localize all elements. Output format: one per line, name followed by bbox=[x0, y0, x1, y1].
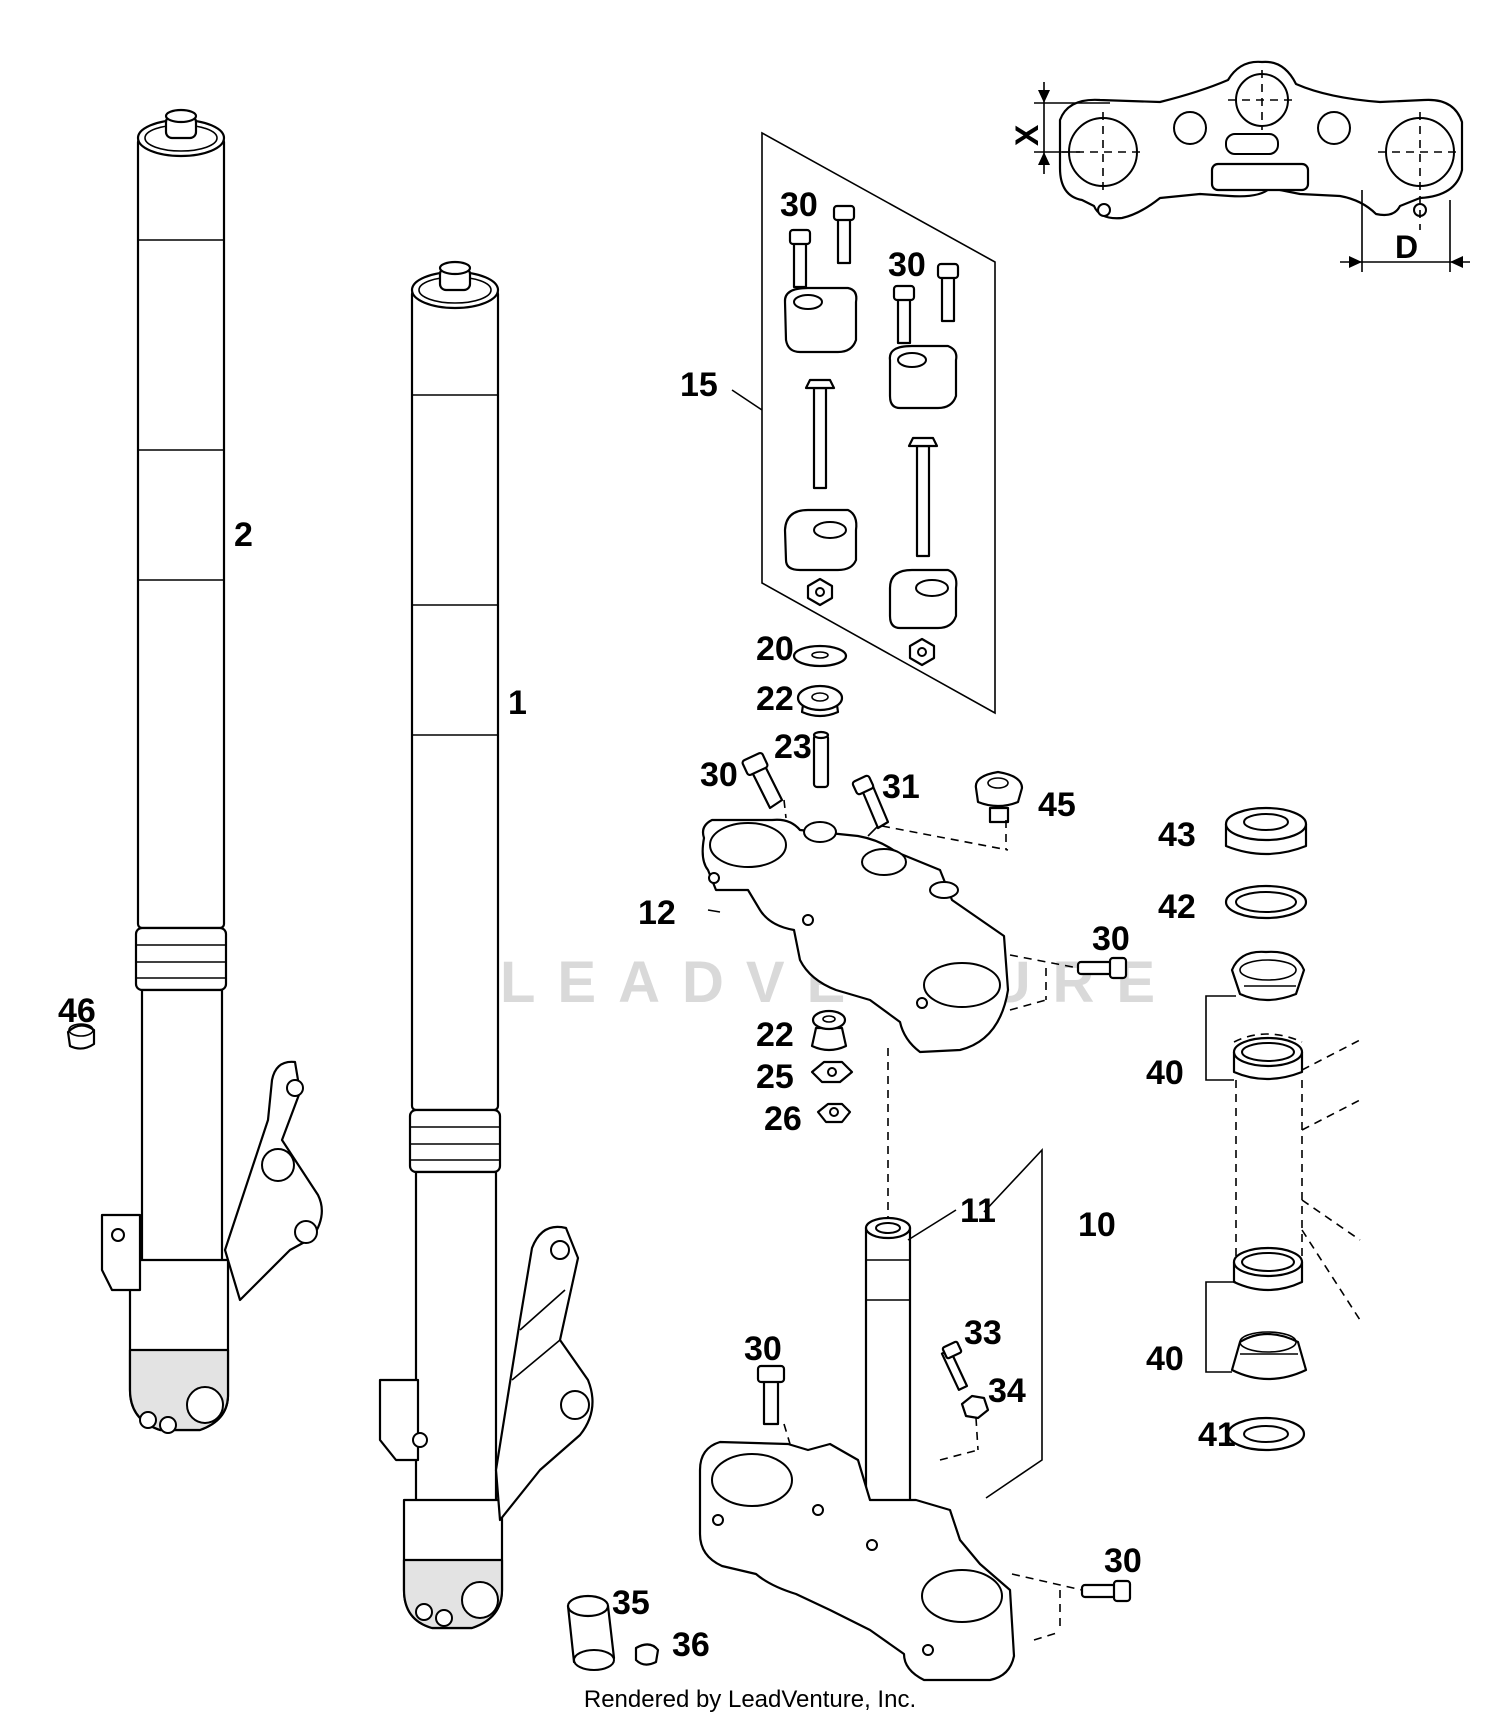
callout-11: 11 bbox=[960, 1192, 996, 1230]
handlebar-clamp-kit bbox=[731, 131, 996, 715]
callout-30-f: 30 bbox=[1104, 1542, 1142, 1580]
callout-25: 25 bbox=[756, 1058, 794, 1096]
top-clamp-dimension-detail: X D bbox=[1009, 60, 1470, 272]
callout-1: 1 bbox=[508, 684, 527, 722]
callout-23: 23 bbox=[774, 728, 812, 766]
fork-leg-2 bbox=[100, 108, 323, 1434]
lower-nut-stack bbox=[810, 1009, 889, 1218]
callout-12: 12 bbox=[638, 894, 676, 932]
callout-20: 20 bbox=[756, 630, 794, 668]
callout-30-a: 30 bbox=[780, 186, 818, 224]
cap-46 bbox=[66, 1023, 96, 1050]
callout-34: 34 bbox=[988, 1372, 1026, 1410]
callout-40-a: 40 bbox=[1146, 1054, 1184, 1092]
top-triple-clamp bbox=[701, 751, 1128, 1054]
callout-36: 36 bbox=[672, 1626, 710, 1664]
callout-41: 41 bbox=[1198, 1416, 1236, 1454]
callout-2: 2 bbox=[234, 516, 253, 554]
fork-leg-1 bbox=[378, 260, 594, 1630]
spacer-and-cap bbox=[566, 1594, 660, 1671]
callout-42: 42 bbox=[1158, 888, 1196, 926]
callout-30-c: 30 bbox=[700, 756, 738, 794]
callout-10: 10 bbox=[1078, 1206, 1116, 1244]
steering-bearings bbox=[1205, 806, 1361, 1452]
callout-31: 31 bbox=[882, 768, 920, 806]
callout-30-e: 30 bbox=[744, 1330, 782, 1368]
callout-26: 26 bbox=[764, 1100, 802, 1138]
callout-43: 43 bbox=[1158, 816, 1196, 854]
callout-30-b: 30 bbox=[888, 246, 926, 284]
callout-22-a: 22 bbox=[756, 680, 794, 718]
callout-22-b: 22 bbox=[756, 1016, 794, 1054]
footer-credit: Rendered by LeadVenture, Inc. bbox=[583, 1686, 917, 1713]
dimension-x-label: X bbox=[1009, 124, 1045, 146]
lower-triple-clamp bbox=[698, 1147, 1132, 1682]
callout-45: 45 bbox=[1038, 786, 1076, 824]
callout-46: 46 bbox=[58, 992, 96, 1030]
callout-35: 35 bbox=[612, 1584, 650, 1622]
top-nut-stack bbox=[792, 644, 848, 789]
callout-40-b: 40 bbox=[1146, 1340, 1184, 1378]
callout-labels: 2 1 46 30 30 15 20 22 23 30 31 45 43 42 … bbox=[58, 186, 1236, 1664]
callout-15: 15 bbox=[680, 366, 718, 404]
callout-33: 33 bbox=[964, 1314, 1002, 1352]
dimension-d-label: D bbox=[1395, 229, 1418, 265]
callout-30-d: 30 bbox=[1092, 920, 1130, 958]
